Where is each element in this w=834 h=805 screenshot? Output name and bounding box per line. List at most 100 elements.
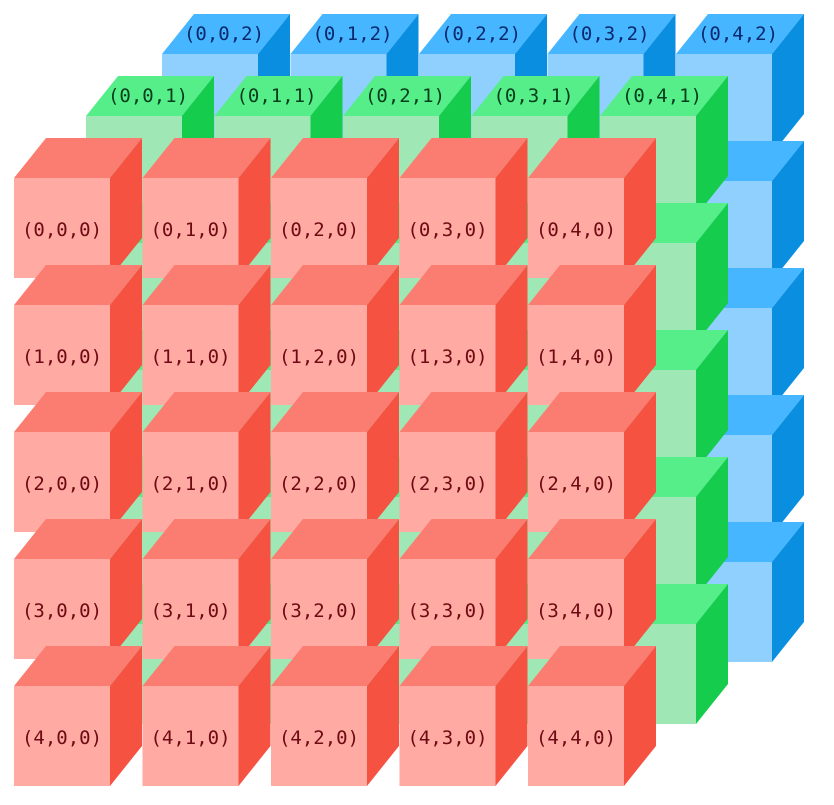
cube-side-face [367,138,399,278]
cube-side-face [495,646,528,786]
cube-top-face [419,14,547,54]
cube: (0,2,0) [271,138,399,278]
cube-front-face [399,432,496,532]
cube-label: (0,1,1) [236,85,316,107]
cube-label: (0,0,2) [184,23,264,45]
cube-label: (4,1,0) [150,727,230,749]
cube-front-face [142,305,239,405]
cube-side-face [367,519,399,659]
cube: (3,3,0) [399,519,528,659]
cube-front-face [14,432,110,532]
cube-side-face [367,646,399,786]
cube-top-face [399,265,528,305]
cube-label: (1,0,0) [22,346,102,368]
cube-top-face [214,76,343,116]
cube: (0,4,0) [528,138,656,278]
cube-side-face [696,203,728,343]
cube-label: (0,4,2) [698,23,778,45]
cube-label: (0,3,1) [493,85,573,107]
cube-top-face [528,392,656,432]
cube-side-face [110,646,142,786]
cube: (1,3,0) [399,265,528,405]
cube-label: (4,3,0) [407,727,487,749]
cube-label: (0,2,0) [279,219,359,241]
cube-top-face [547,14,676,54]
cube-side-face [367,392,399,532]
cube-front-face [399,178,496,278]
cube-front-face [528,305,624,405]
cube-top-face [471,76,600,116]
cube-front-face [271,305,367,405]
cube-top-face [162,14,290,54]
cube-top-face [676,14,804,54]
cube-label: (3,4,0) [536,600,616,622]
cube-side-face [110,138,142,278]
cube-label: (3,0,0) [22,600,102,622]
cube: (0,3,0) [399,138,528,278]
cube-label: (3,3,0) [407,600,487,622]
cube-label: (0,3,0) [407,219,487,241]
cube-top-face [14,519,142,559]
cube-top-face [528,265,656,305]
cube-front-face [271,178,367,278]
cube-side-face [696,76,728,216]
cube-top-face [271,138,399,178]
cube-top-face [271,392,399,432]
cube-side-face [238,519,271,659]
cube-side-face [696,330,728,470]
cube-front-face [399,559,496,659]
cube-label: (0,0,0) [22,219,102,241]
cube: (1,2,0) [271,265,399,405]
cube-label: (2,0,0) [22,473,102,495]
cube-label: (2,4,0) [536,473,616,495]
cube: (3,2,0) [271,519,399,659]
cube-side-face [495,519,528,659]
cube: (4,0,0) [14,646,142,786]
cube-top-face [399,392,528,432]
cube-top-face [142,138,271,178]
cube-front-face [14,559,110,659]
cube-side-face [495,265,528,405]
cube-top-face [528,138,656,178]
cube: (1,4,0) [528,265,656,405]
cube-label: (3,2,0) [279,600,359,622]
cube: (0,1,0) [142,138,271,278]
cube-top-face [142,265,271,305]
cube: (4,1,0) [142,646,271,786]
cube-top-face [399,646,528,686]
cube-label: (0,4,0) [536,219,616,241]
cube-side-face [696,457,728,597]
cube: (3,4,0) [528,519,656,659]
cube-side-face [772,268,804,408]
cube-label: (4,4,0) [536,727,616,749]
cube-front-face [528,178,624,278]
cube-top-face [528,519,656,559]
cube-label: (0,1,2) [312,23,392,45]
cube: (2,4,0) [528,392,656,532]
cube-top-face [14,392,142,432]
cube-label: (0,4,1) [622,85,702,107]
cube-front-face [271,432,367,532]
cube-side-face [238,265,271,405]
cube-side-face [624,519,656,659]
cube-front-face [142,559,239,659]
cube-front-face [142,178,239,278]
cube-label: (0,2,1) [365,85,445,107]
cube: (2,2,0) [271,392,399,532]
cube-side-face [624,265,656,405]
cube-top-face [14,138,142,178]
cube-top-face [528,646,656,686]
cube-side-face [495,138,528,278]
cube-side-face [624,138,656,278]
cube-side-face [495,392,528,532]
cube-front-face [528,432,624,532]
cube: (3,1,0) [142,519,271,659]
cube-label: (2,1,0) [150,473,230,495]
cube-label: (1,2,0) [279,346,359,368]
cube-front-face [528,559,624,659]
cube: (0,0,0) [14,138,142,278]
cube-front-face [14,178,110,278]
cube-side-face [110,392,142,532]
